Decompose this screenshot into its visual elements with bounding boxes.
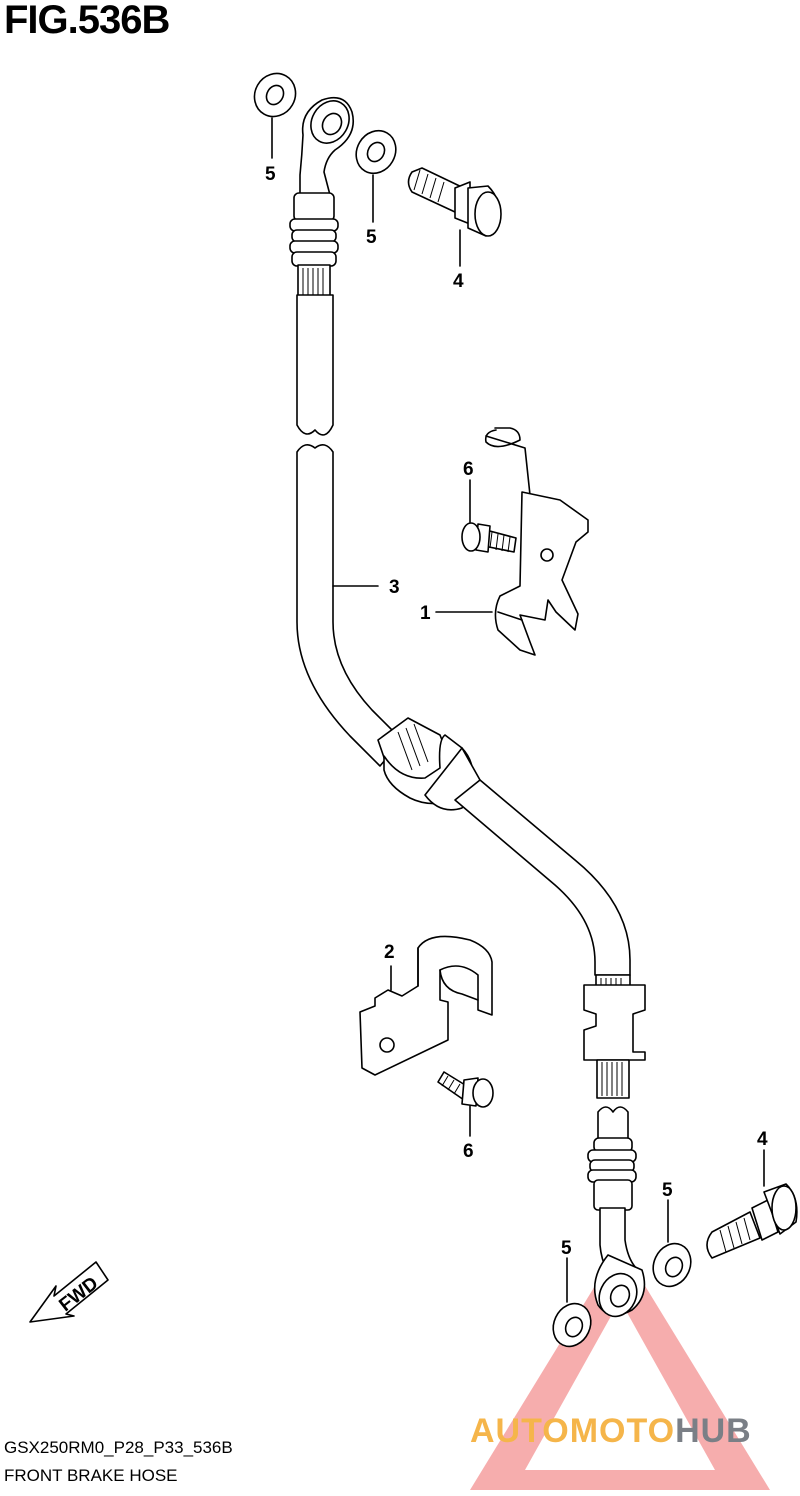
lower-banjo-bolt: [706, 1183, 798, 1259]
fwd-direction-arrow: FWD: [29, 1261, 109, 1323]
callout-5-top-left: 5: [265, 164, 276, 185]
callout-6-top: 6: [463, 459, 474, 480]
washer-bottom-right: [652, 1242, 692, 1288]
callout-2: 2: [384, 942, 395, 963]
callout-1: 1: [420, 603, 431, 624]
upper-banjo-fitting: [289, 96, 354, 298]
figure-code: GSX250RM0_P28_P33_536B: [4, 1438, 233, 1457]
lower-banjo-fitting: [593, 1254, 646, 1318]
callout-5-bottom-left: 5: [561, 1238, 572, 1259]
callout-5-bottom-right: 5: [662, 1180, 673, 1201]
hose-bracket: [359, 935, 493, 1076]
watermark-part-a: AUTOMOTO: [470, 1412, 676, 1450]
watermark-part-b: HUB: [675, 1412, 752, 1450]
washer-top-left: [253, 72, 297, 118]
callout-3: 3: [389, 577, 400, 598]
watermark-triangle: [470, 1245, 770, 1490]
watermark-logo: AUTOMOTOHUB: [470, 1412, 752, 1451]
callout-6-bottom: 6: [463, 1141, 474, 1162]
hose-clamp-bracket: [484, 427, 589, 656]
screw-bottom: [437, 1071, 494, 1108]
callout-leaders: [271, 117, 765, 1303]
washer-top-right: [355, 129, 397, 175]
figure-name: FRONT BRAKE HOSE: [4, 1466, 178, 1485]
upper-banjo-bolt: [407, 167, 502, 237]
callout-5-top-right: 5: [366, 227, 377, 248]
figure-title: FIG.536B: [4, 0, 170, 42]
washer-bottom-left: [552, 1302, 592, 1348]
callout-4-top: 4: [453, 271, 464, 292]
screw-top: [461, 522, 517, 553]
callout-4-bottom: 4: [757, 1129, 768, 1150]
